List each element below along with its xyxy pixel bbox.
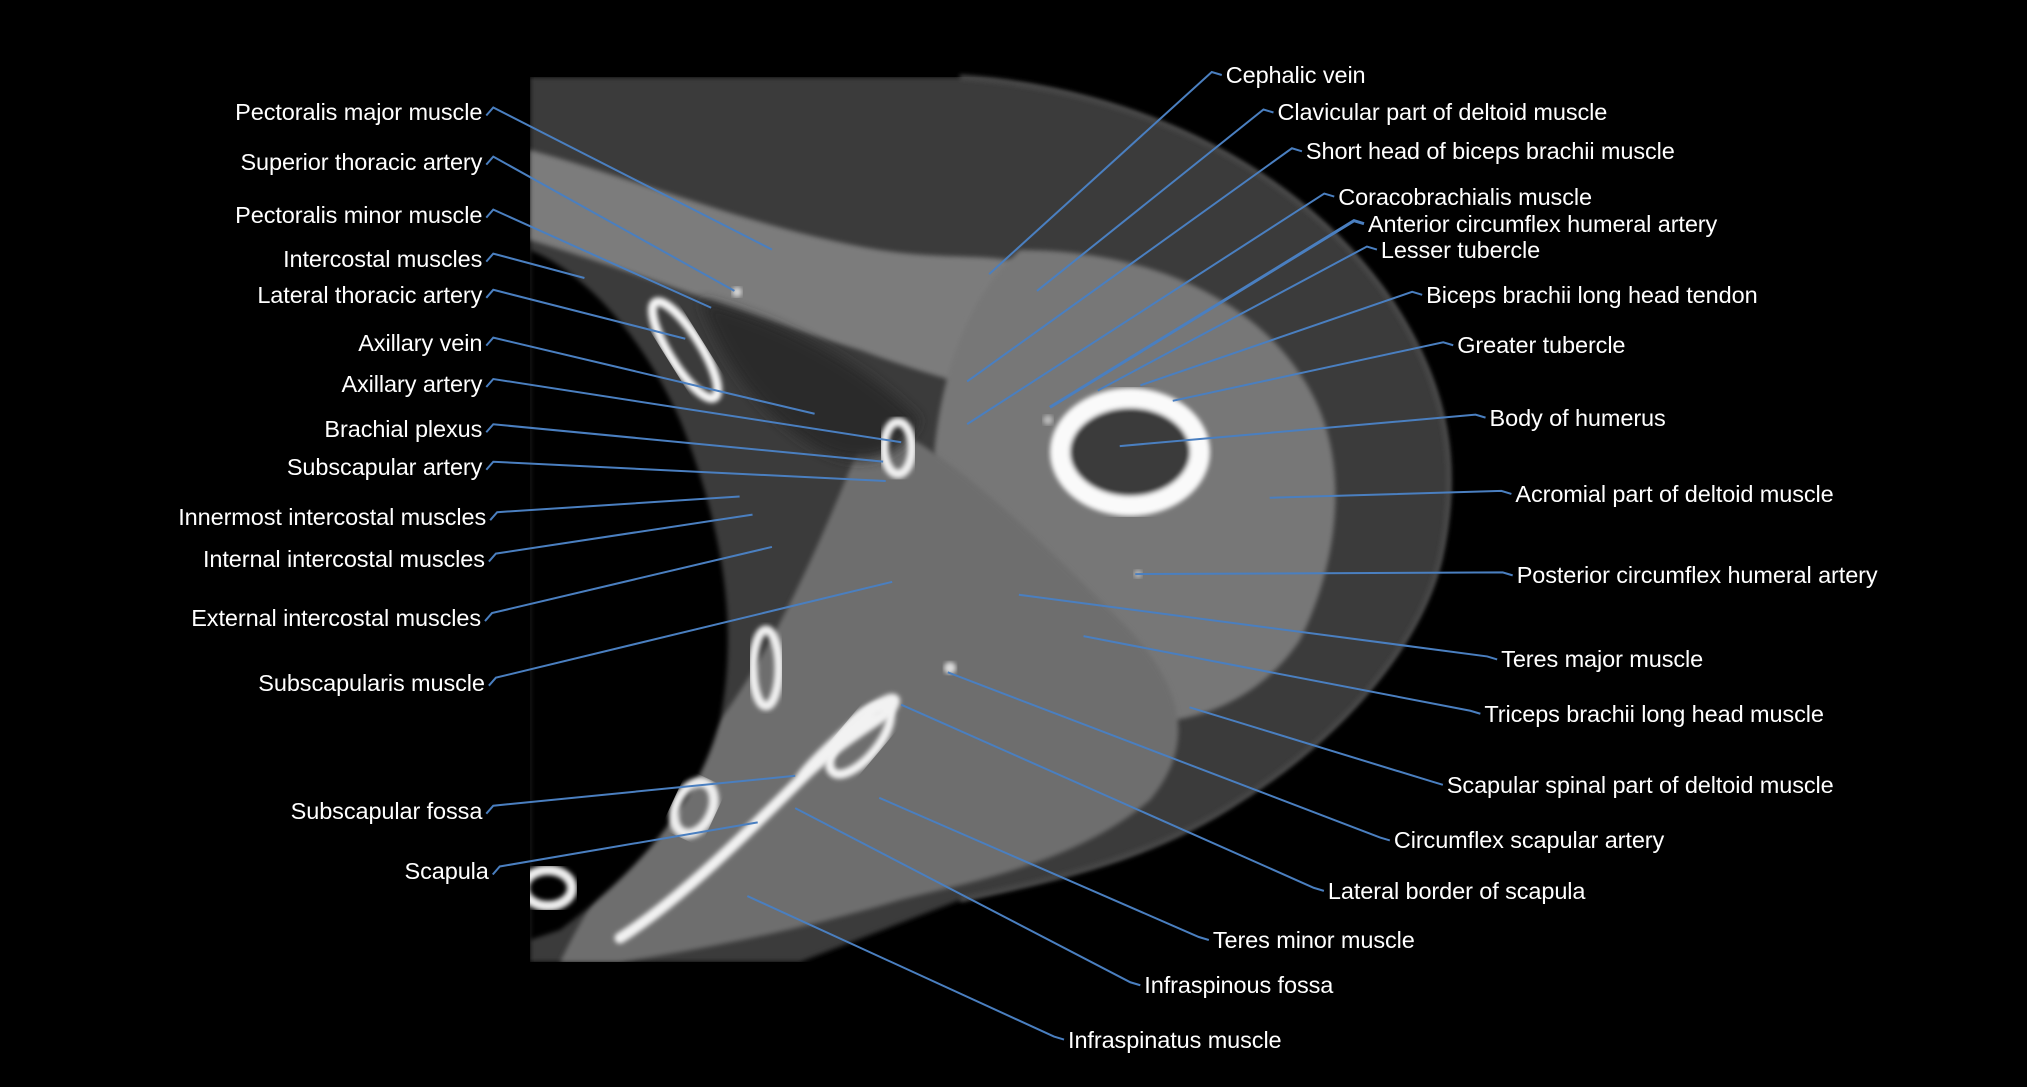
leader-line: [485, 460, 886, 482]
lung-region: [530, 250, 728, 940]
skin-outline: [959, 75, 1452, 902]
posterior-muscle-region: [560, 420, 1179, 962]
vessel-dot: [1043, 415, 1053, 425]
label-external-intercostal-muscles: External intercostal muscles: [191, 605, 481, 632]
ct-scan-panel: [530, 77, 1450, 962]
leader-line: [485, 336, 815, 415]
leader-line: [966, 192, 1335, 425]
label-acromial-part-of-deltoid-muscle: Acromial part of deltoid muscle: [1515, 480, 1834, 507]
leader-line: [1036, 108, 1274, 292]
axillary-fat-region: [700, 300, 920, 460]
humerus-bone: [1050, 388, 1210, 516]
rib-5: [530, 865, 577, 911]
label-scapular-spinal-part-of-deltoid-muscle: Scapular spinal part of deltoid muscle: [1446, 771, 1834, 798]
leader-line: [1018, 593, 1498, 661]
leader-line: [794, 807, 1141, 987]
label-teres-minor-muscle: Teres minor muscle: [1212, 927, 1415, 953]
label-circumflex-scapular-artery: Circumflex scapular artery: [1393, 827, 1665, 854]
label-teres-major-muscle: Teres major muscle: [1501, 646, 1704, 673]
leader-line: [485, 208, 712, 309]
label-intercostal-muscles: Intercostal muscles: [283, 245, 483, 272]
label-subscapular-fossa: Subscapular fossa: [290, 797, 483, 824]
leader-line: [485, 252, 585, 279]
label-body-of-humerus: Body of humerus: [1489, 404, 1666, 431]
label-scapula: Scapula: [404, 858, 489, 885]
label-brachial-plexus: Brachial plexus: [324, 416, 483, 443]
label-innermost-intercostal-muscles: Innermost intercostal muscles: [178, 504, 487, 531]
label-axillary-vein: Axillary vein: [358, 329, 483, 356]
leader-line: [1172, 341, 1454, 402]
leader-line: [492, 821, 758, 876]
label-infraspinatus-muscle: Infraspinatus muscle: [1068, 1026, 1282, 1053]
label-biceps-brachii-long-head-tendon: Biceps brachii long head tendon: [1426, 281, 1758, 308]
leader-line: [485, 423, 884, 463]
rib-2: [879, 417, 917, 479]
rib-1: [647, 297, 723, 403]
label-lateral-thoracic-artery: Lateral thoracic artery: [257, 281, 483, 308]
leader-line: [485, 774, 796, 815]
scapula-neck: [825, 701, 895, 779]
label-subscapular-artery: Subscapular artery: [286, 453, 483, 480]
vessel-dot: [732, 287, 742, 297]
label-superior-thoracic-artery: Superior thoracic artery: [240, 148, 483, 175]
leader-line: [1049, 219, 1365, 409]
label-anterior-circumflex-humeral-artery: Anterior circumflex humeral artery: [1367, 210, 1718, 237]
label-axillary-artery: Axillary artery: [341, 371, 483, 398]
label-short-head-of-biceps-brachii-muscle: Short head of biceps brachii muscle: [1305, 138, 1675, 165]
leader-line: [1140, 290, 1423, 387]
leader-line: [878, 796, 1210, 941]
label-pectoralis-major-muscle: Pectoralis major muscle: [235, 99, 483, 126]
leader-line: [1097, 245, 1378, 392]
label-cephalic-vein: Cephalic vein: [1225, 61, 1366, 88]
rib-4: [669, 777, 719, 839]
leader-line: [947, 671, 1391, 842]
leader-line: [485, 106, 773, 251]
leader-line: [966, 147, 1303, 383]
label-lesser-tubercle: Lesser tubercle: [1380, 236, 1541, 263]
leader-line: [746, 895, 1065, 1041]
vessel-dot: [944, 662, 956, 674]
label-clavicular-part-of-deltoid-muscle: Clavicular part of deltoid muscle: [1277, 99, 1608, 126]
leader-line: [1119, 413, 1486, 448]
label-coracobrachialis-muscle: Coracobrachialis muscle: [1338, 183, 1592, 210]
label-greater-tubercle: Greater tubercle: [1457, 332, 1626, 359]
label-posterior-circumflex-humeral-artery: Posterior circumflex humeral artery: [1516, 562, 1878, 589]
leader-line: [484, 545, 773, 622]
label-triceps-brachii-long-head-muscle: Triceps brachii long head muscle: [1484, 700, 1824, 727]
leader-line: [488, 513, 753, 563]
leader-line: [489, 495, 740, 521]
rib-3: [748, 625, 784, 711]
leader-line: [988, 70, 1223, 275]
leader-line: [485, 377, 902, 444]
leader-line: [900, 703, 1325, 892]
label-pectoralis-minor-muscle: Pectoralis minor muscle: [235, 201, 483, 228]
label-subscapularis-muscle: Subscapularis muscle: [258, 669, 485, 696]
leader-line: [485, 288, 686, 340]
label-infraspinous-fossa: Infraspinous fossa: [1144, 972, 1334, 999]
leader-line: [1083, 635, 1481, 715]
leader-line: [485, 155, 735, 292]
leader-line: [1135, 571, 1513, 577]
leader-line: [1189, 706, 1444, 786]
leader-line: [488, 580, 893, 687]
label-internal-intercostal-muscles: Internal intercostal muscles: [202, 545, 485, 572]
leader-line: [1269, 489, 1512, 499]
label-lateral-border-of-scapula: Lateral border of scapula: [1327, 877, 1586, 904]
